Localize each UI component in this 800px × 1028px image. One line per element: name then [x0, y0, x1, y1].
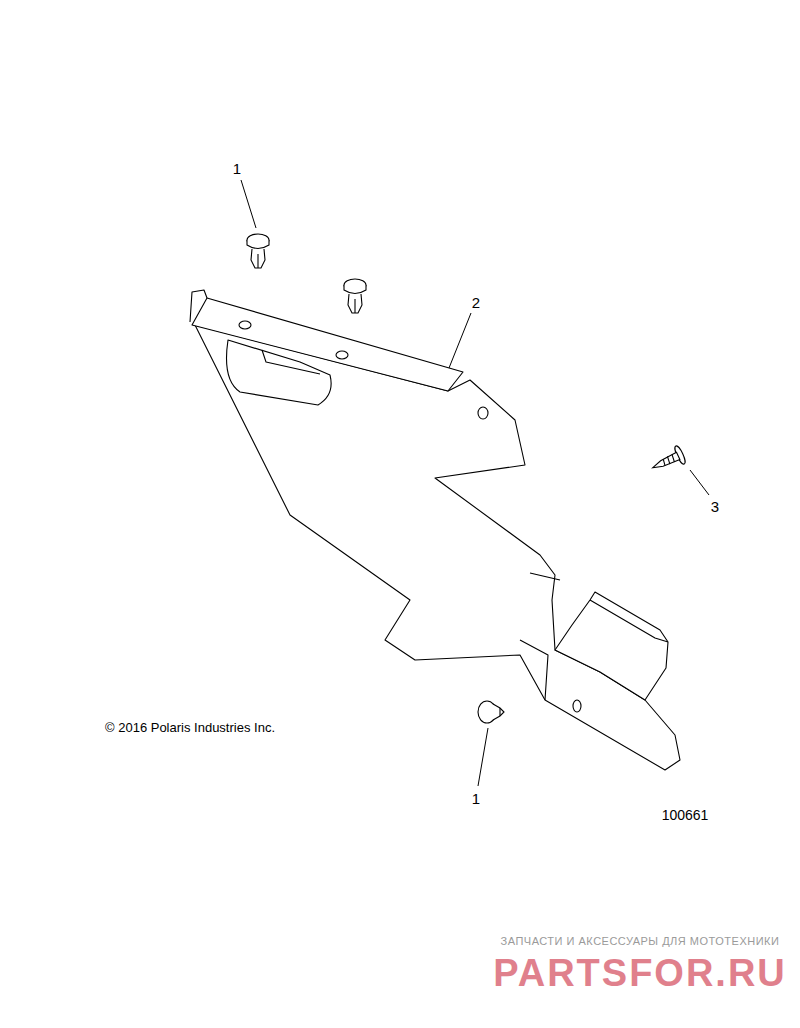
watermark: PARTSFOR.RU: [493, 952, 787, 995]
push-rivet: [478, 701, 504, 723]
callout-number: 3: [711, 498, 719, 515]
leader-line: [449, 313, 471, 368]
callout-number: 1: [472, 790, 480, 807]
side-panel: [195, 325, 680, 770]
screw: [649, 445, 687, 477]
mount-hole: [336, 351, 348, 359]
mount-hole: [478, 407, 488, 419]
mount-hole: [573, 700, 581, 712]
watermark: ЗАПЧАСТИ И АКСЕССУАРЫ ДЛЯ МОТОТЕХНИКИ: [501, 935, 780, 947]
recess-inner: [262, 350, 320, 374]
callout-number: 2: [472, 294, 480, 311]
push-rivet: [344, 279, 366, 313]
push-rivet: [247, 234, 269, 268]
panel-recess: [227, 340, 332, 405]
leader-line: [478, 728, 488, 786]
flange-lip: [190, 290, 207, 322]
leader-line: [241, 180, 256, 228]
copyright-note: © 2016 Polaris Industries Inc.: [105, 720, 275, 735]
bracket-fin: [555, 592, 668, 700]
panel-edge: [520, 573, 560, 700]
figure-number: 100661: [662, 807, 709, 823]
leader-line: [690, 470, 709, 495]
bracket-fin-edge: [590, 600, 668, 642]
callout-number: 1: [233, 160, 241, 177]
mount-hole: [239, 321, 251, 329]
